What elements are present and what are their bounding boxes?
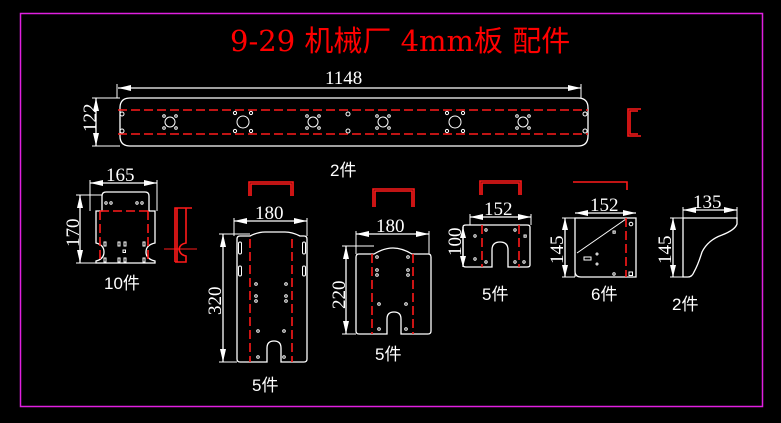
dim-arrow	[90, 180, 103, 186]
dim-arrow	[343, 246, 349, 259]
bracket-holes	[103, 201, 146, 263]
gusset-holes	[583, 221, 634, 276]
plate-outline	[462, 224, 531, 268]
drawing-title: 9-29 机械厂 4mm板 配件	[230, 24, 570, 58]
qty-label: 5件	[252, 376, 278, 395]
mount-hole	[236, 115, 250, 129]
dim-arrow	[356, 231, 369, 237]
profile-angle-icon	[573, 181, 628, 190]
dim-arrow	[144, 180, 157, 186]
qty-label: 5件	[375, 345, 401, 364]
mount-bolt-holes	[162, 110, 531, 134]
dim-label-width: 1148	[325, 68, 362, 89]
dim-arrow	[77, 250, 83, 263]
dim-arrow	[518, 214, 531, 220]
mount-hole	[307, 116, 319, 128]
dim-arrow	[683, 207, 696, 213]
hole	[119, 111, 125, 117]
dim-arrow	[670, 265, 676, 277]
dim-arrow	[470, 214, 483, 220]
drawing-frame	[19, 12, 764, 408]
plate-outline	[355, 247, 432, 335]
qty-label: 5件	[482, 285, 508, 304]
dim-arrow	[575, 210, 588, 216]
dim-label-width: 152	[590, 195, 619, 216]
bracket-side-profile	[164, 207, 197, 263]
dim-label-height: 220	[329, 281, 350, 310]
dim-label-height: 320	[205, 287, 226, 316]
mount-hole	[517, 116, 529, 128]
profile-channel-icon	[248, 181, 294, 196]
hole	[582, 128, 588, 134]
dim-arrow	[460, 256, 466, 267]
part-plate-152x100[interactable]: 152 100 5件	[445, 180, 532, 304]
dim-label-width: 152	[484, 199, 513, 220]
dim-label-height: 100	[445, 228, 466, 257]
part-plate-180x220[interactable]: 180 220 5件	[329, 188, 432, 364]
plate-holes	[473, 228, 527, 264]
dim-label-height: 145	[655, 236, 676, 265]
dim-label-height: 170	[63, 219, 84, 248]
mount-hole	[377, 116, 389, 128]
dim-arrow	[220, 234, 226, 247]
qty-label: 2件	[330, 161, 356, 180]
dim-arrow	[294, 218, 307, 224]
dim-label-height: 122	[80, 104, 101, 133]
dim-arrow	[234, 218, 247, 224]
qty-label: 6件	[591, 285, 617, 304]
long-bar-outline	[119, 97, 589, 147]
dim-label-width: 180	[376, 216, 405, 237]
hole	[119, 128, 125, 134]
dim-arrow	[343, 321, 349, 334]
hole	[345, 111, 351, 117]
qty-label: 10件	[104, 274, 140, 293]
dim-label-height: 145	[547, 236, 568, 265]
dim-arrow	[460, 227, 466, 238]
part-plate-180x320[interactable]: 180 320 5件	[205, 181, 308, 395]
dim-label-width: 165	[106, 165, 135, 186]
part-gusset-152x145[interactable]: 152 145 6件	[547, 181, 637, 304]
dim-arrow	[562, 265, 568, 277]
dim-arrow	[568, 85, 581, 91]
dim-arrow	[77, 195, 83, 208]
hole	[582, 111, 588, 117]
dim-arrow	[670, 218, 676, 230]
mount-hole	[164, 116, 176, 128]
part-curved-135x145[interactable]: 135 145 2件	[655, 192, 738, 314]
mount-hole	[448, 115, 462, 129]
dim-arrow	[416, 231, 429, 237]
profile-channel-icon	[372, 188, 415, 207]
qty-label: 2件	[672, 295, 698, 314]
plate-holes	[375, 255, 410, 331]
gusset-diagonal	[576, 218, 627, 254]
dim-arrow	[220, 349, 226, 362]
dim-arrow	[724, 207, 737, 213]
part-bracket-165[interactable]: 165 170 10件	[63, 165, 158, 293]
hole	[345, 128, 351, 134]
plate-outline	[236, 231, 308, 363]
dim-arrow	[93, 98, 99, 111]
curved-part-outline	[682, 217, 738, 278]
dim-arrow	[623, 210, 636, 216]
dim-arrow	[562, 218, 568, 230]
dim-arrow	[93, 133, 99, 146]
profile-channel-icon	[627, 108, 641, 137]
dim-arrow	[118, 85, 131, 91]
dim-label-width: 180	[255, 203, 284, 224]
bracket-outline	[95, 191, 156, 264]
plate-holes	[238, 241, 306, 359]
dim-label-width: 135	[693, 192, 722, 213]
profile-channel-icon	[479, 180, 522, 195]
part-long-bar[interactable]: 1148 122 2件	[80, 68, 589, 180]
